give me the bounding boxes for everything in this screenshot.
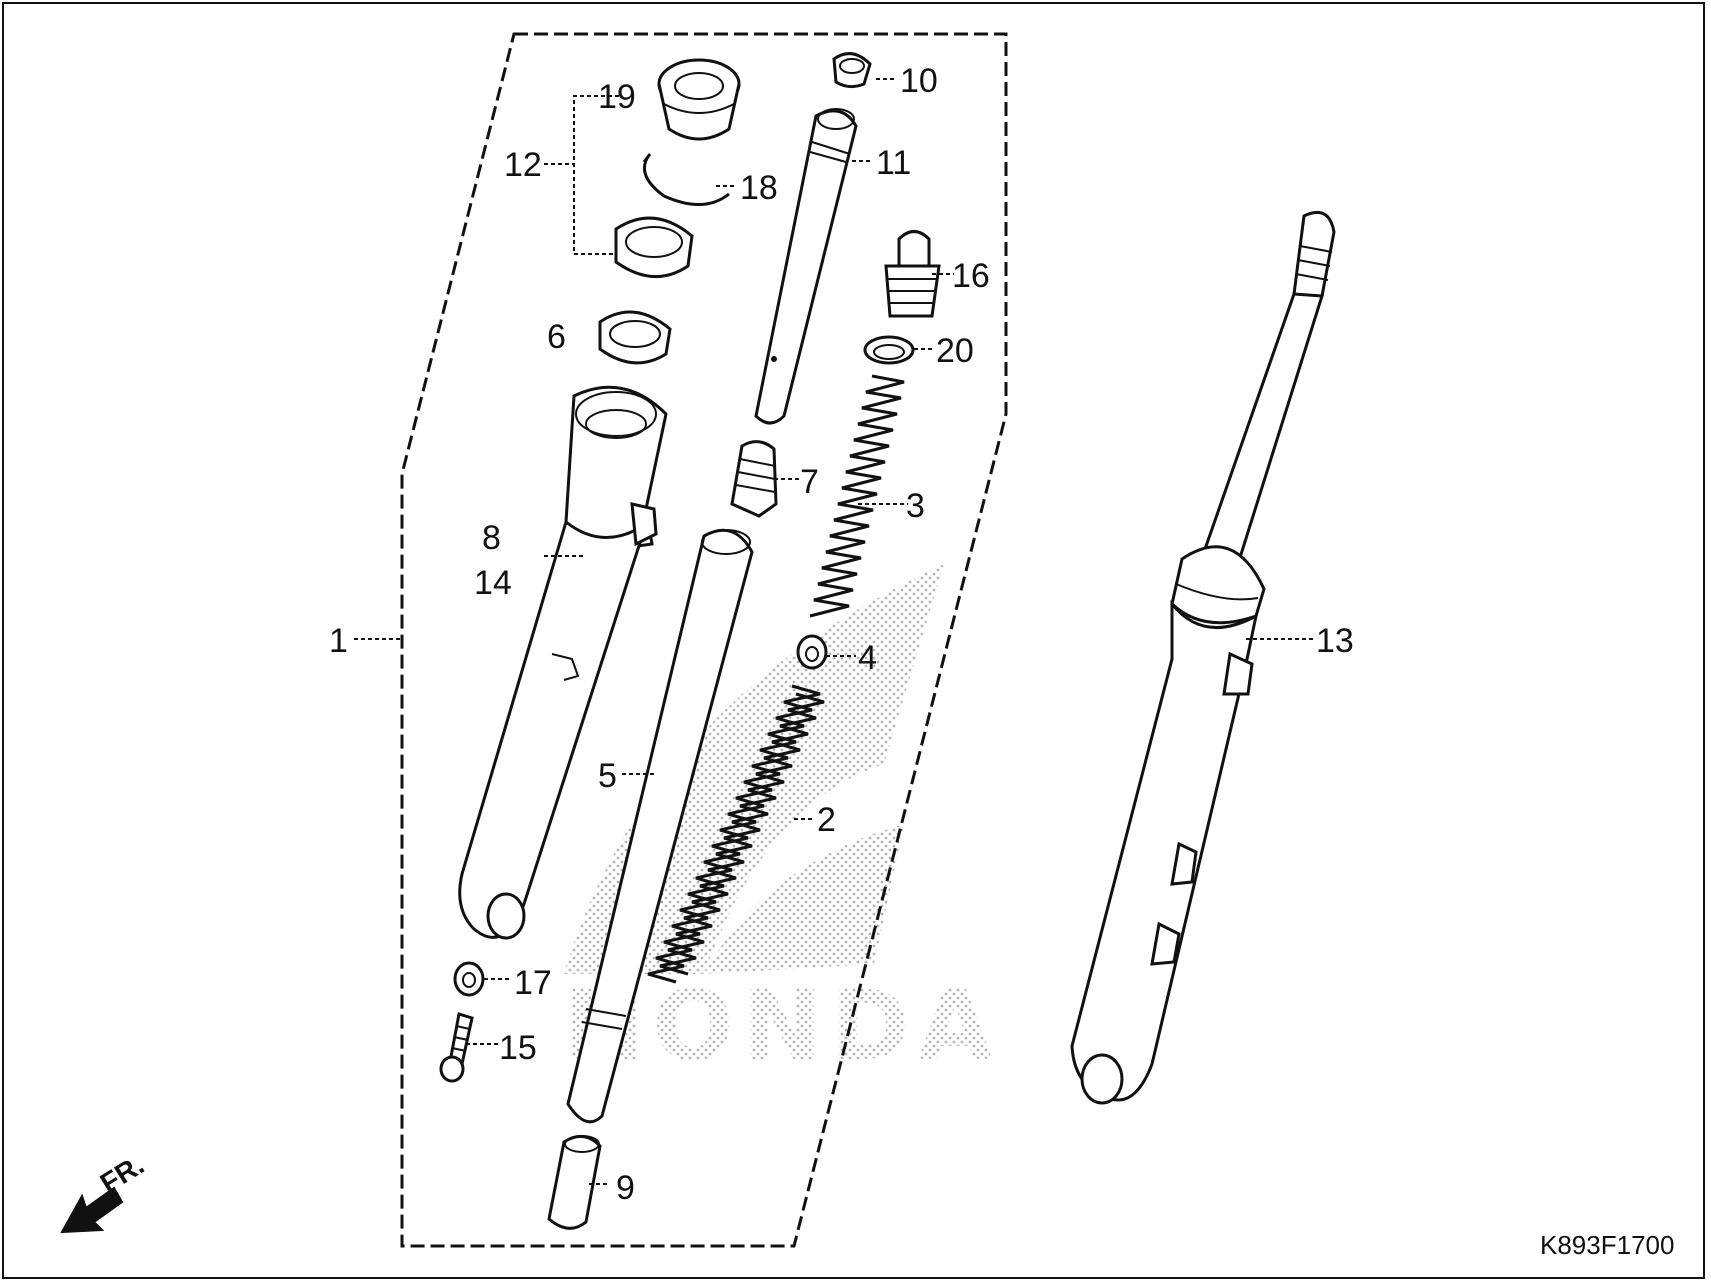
callout-10: 10	[900, 62, 938, 100]
part-7-rebound-spring	[730, 440, 778, 518]
part-20-o-ring	[863, 335, 915, 365]
callout-19: 19	[598, 78, 636, 116]
part-13-fork-assembly	[1070, 211, 1336, 1105]
front-direction-arrow: FR.	[60, 1149, 150, 1234]
direction-label: FR.	[95, 1149, 150, 1199]
part-3-spring	[809, 374, 905, 618]
callout-11: 11	[876, 144, 911, 182]
part-17-washer	[453, 961, 485, 997]
callout-17: 17	[514, 964, 552, 1002]
arrow-icon	[60, 1186, 124, 1234]
callout-14: 14	[474, 564, 512, 602]
part-8-fork-slider	[458, 385, 668, 940]
callout-18: 18	[740, 169, 778, 207]
leader-lines	[354, 78, 1314, 1185]
callout-12: 12	[504, 146, 542, 184]
callout-labels: 1 2 3 4 5 6 7 8 9 10 11 12 13 14 15 16 1…	[329, 62, 1354, 1207]
part-18-circlip	[642, 153, 730, 206]
part-6-backup-ring	[598, 310, 672, 365]
part-16-bolt	[884, 230, 941, 318]
part-19-seal-cap	[657, 58, 741, 141]
part-10-cap	[832, 52, 872, 89]
callout-1: 1	[329, 622, 348, 660]
callout-2: 2	[817, 801, 836, 839]
part-2-spring	[647, 684, 825, 984]
part-4-washer	[796, 634, 828, 670]
callout-8: 8	[482, 519, 501, 557]
part-11-piston-rod	[754, 108, 858, 425]
reference-code: K893F1700	[1540, 1230, 1674, 1260]
callout-5: 5	[598, 757, 617, 795]
part-5-fork-pipe	[566, 528, 754, 1124]
callout-9: 9	[616, 1169, 635, 1207]
fork-parts-diagram: HONDA	[60, 32, 1674, 1260]
part-9-dust-boot	[547, 1134, 602, 1230]
assembly-boundary	[400, 32, 1008, 1248]
part-12-oil-seal	[614, 216, 694, 278]
callout-3: 3	[906, 487, 925, 525]
callout-15: 15	[499, 1029, 537, 1067]
callout-6: 6	[547, 318, 566, 356]
part-15-socket-bolt	[439, 1012, 474, 1083]
callout-4: 4	[858, 639, 877, 677]
callout-16: 16	[952, 257, 990, 295]
callout-13: 13	[1316, 622, 1354, 660]
callout-20: 20	[936, 332, 974, 370]
callout-7: 7	[800, 463, 819, 501]
